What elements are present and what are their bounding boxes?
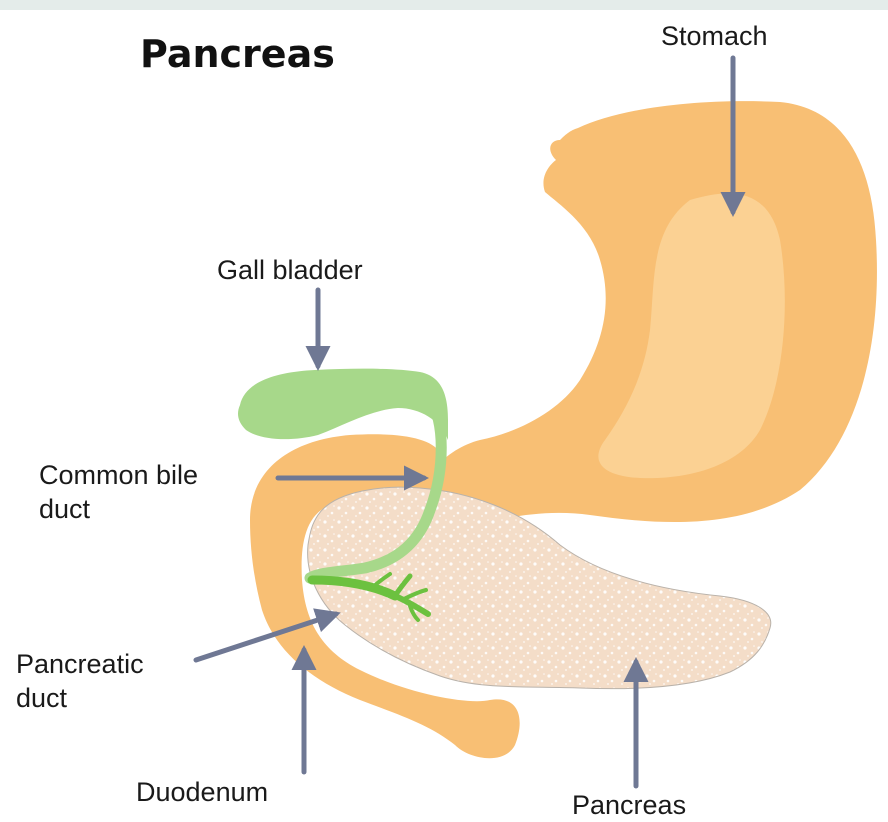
diagram-title: Pancreas xyxy=(140,32,335,76)
pancreas-label: Pancreas xyxy=(572,788,686,822)
common-bile-duct-label-line-1: Common bile xyxy=(39,458,198,492)
pancreatic-duct-label-line-1: Pancreatic xyxy=(16,647,144,681)
duodenum-label: Duodenum xyxy=(136,775,268,809)
common-bile-duct-label: Common bile duct xyxy=(39,458,198,526)
gall-bladder-label: Gall bladder xyxy=(217,253,363,287)
pancreatic-duct-label: Pancreatic duct xyxy=(16,647,144,715)
stomach-label: Stomach xyxy=(661,19,768,53)
pancreatic-duct-label-line-2: duct xyxy=(16,681,144,715)
gall-bladder-shape xyxy=(238,369,448,440)
common-bile-duct-label-line-2: duct xyxy=(39,492,198,526)
